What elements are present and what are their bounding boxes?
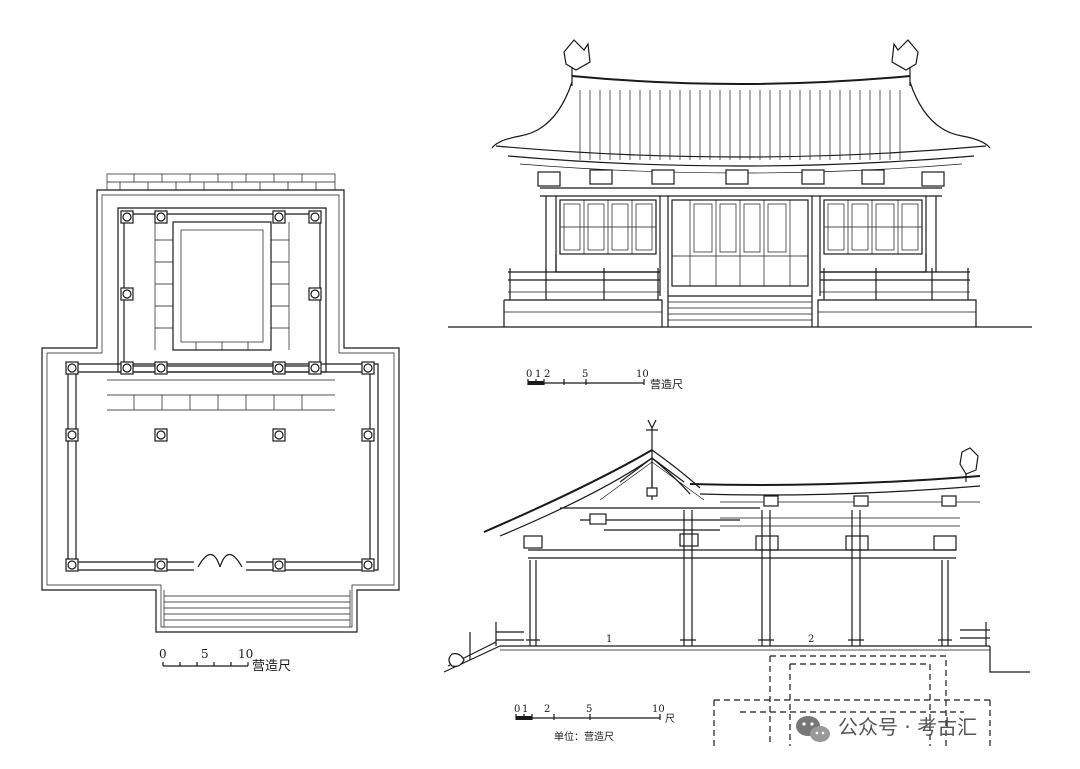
elevation-scale-bar: 0 1 2 5 10 营造尺 [526,369,683,391]
section-scale-tick-10: 10 [652,704,665,715]
section-scale-bar: 0 1 2 5 10 尺 单位：营造尺 [514,704,675,743]
plan-scale-tick-5: 5 [201,647,209,661]
section-scale-tick-0: 0 [514,704,520,715]
elevation-scale-tick-5: 5 [582,369,588,380]
plan-scale-bar: 0 5 10 营造尺 [159,647,291,674]
elevation-scale-unit: 营造尺 [650,377,683,391]
section-scale-tick-1: 1 [522,704,528,715]
elevation-scale-tick-1: 1 [535,369,541,380]
plan-scale-unit: 营造尺 [252,659,291,674]
plan-scale-tick-0: 0 [159,647,167,661]
section-foundation-dashed [713,655,991,746]
elevation-scale-tick-2: 2 [544,369,550,380]
plan-scale-tick-10: 10 [238,647,253,661]
elevation-scale-tick-10: 10 [636,369,649,380]
section-scale-tick-5: 5 [586,704,592,715]
plan-columns [65,210,375,572]
watermark-text: 公众号 · 考古汇 [838,715,977,739]
section-bay-label-1: 1 [606,634,612,645]
section-brackets [523,495,957,551]
front-elevation: 0 1 2 5 10 营造尺 [448,39,1032,391]
section-scale-tick-2: 2 [544,704,550,715]
wechat-logo-icon [796,716,830,742]
watermark: 公众号 · 考古汇 [796,715,977,742]
section-scale-end-unit: 尺 [665,713,675,725]
elevation-brackets [537,169,945,187]
cross-section: 1 2 0 1 2 5 10 尺 单位：营造尺 [443,419,1030,746]
section-scale-caption: 单位：营造尺 [554,730,614,743]
section-bay-label-2: 2 [808,634,814,645]
elevation-scale-tick-0: 0 [526,369,532,380]
floor-plan: 0 5 10 营造尺 [41,173,400,674]
